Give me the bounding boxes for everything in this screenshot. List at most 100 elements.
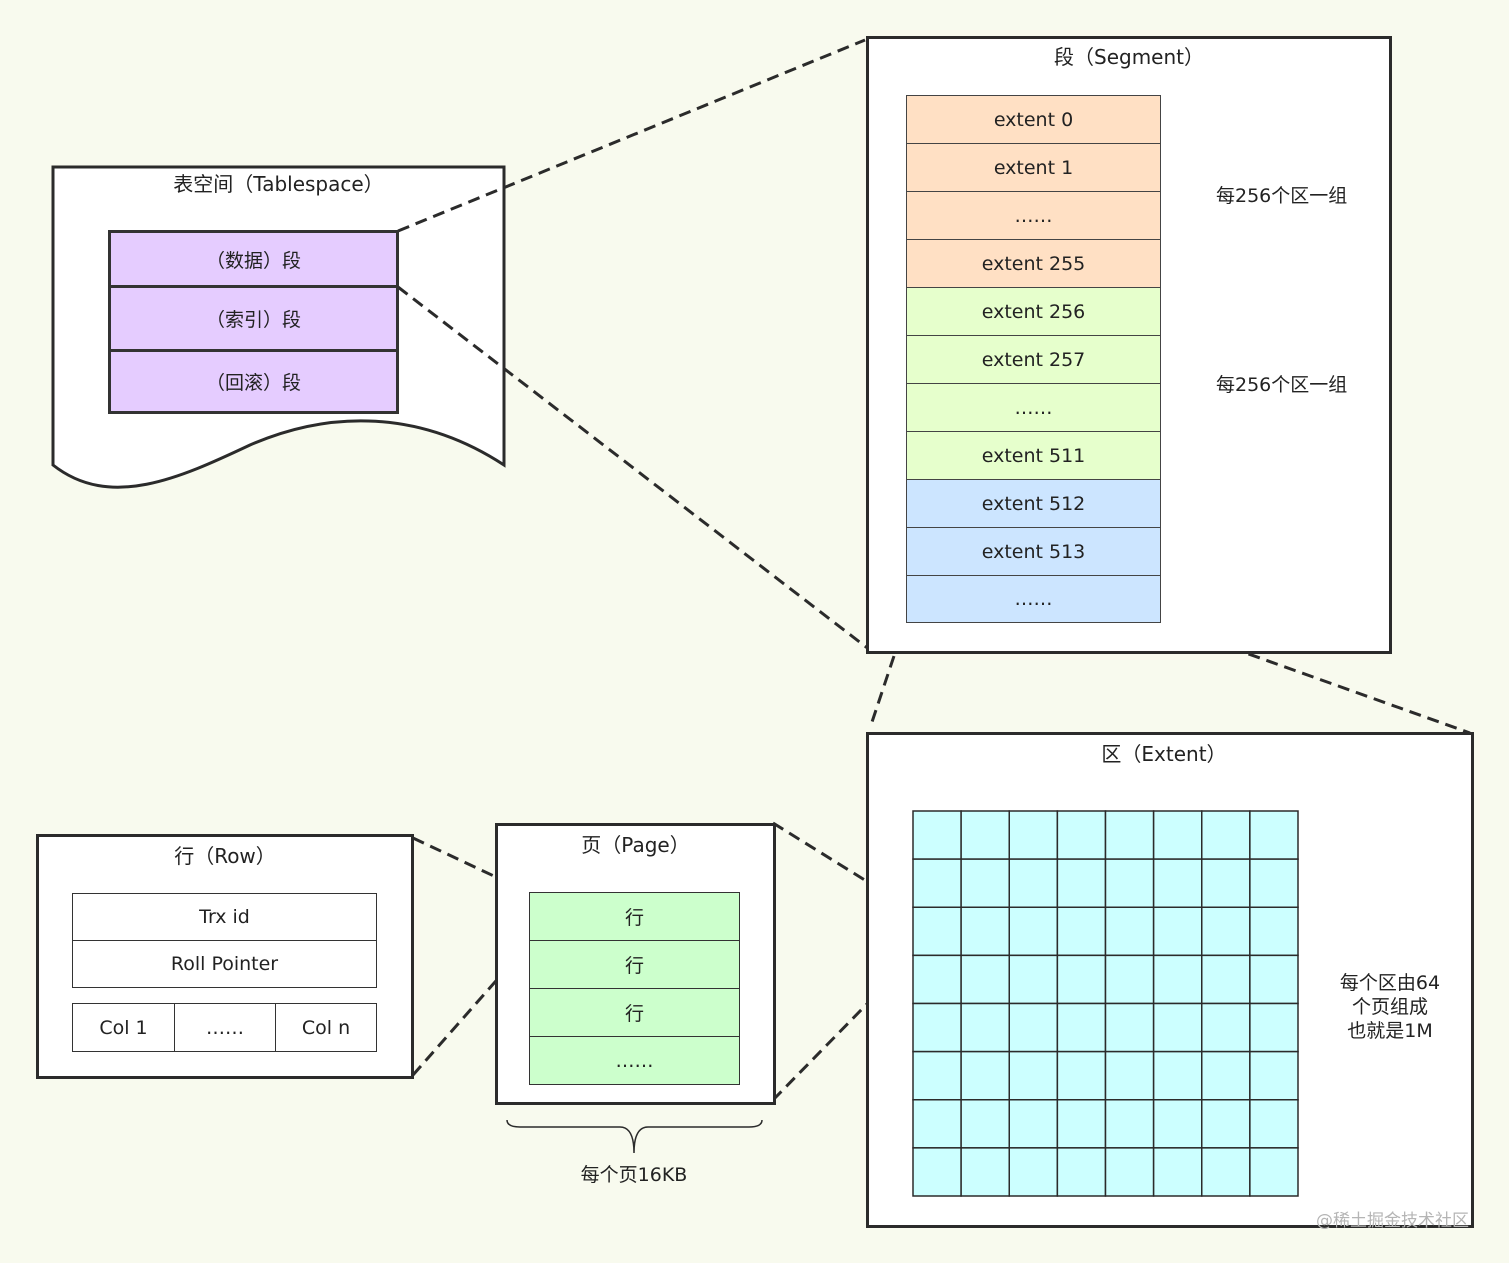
- page-cell: [1249, 858, 1299, 908]
- page-cell: [960, 954, 1010, 1005]
- extent-cell: extent 512: [906, 479, 1161, 528]
- extent-cell: extent 1: [906, 143, 1161, 192]
- page-cell: [960, 1099, 1010, 1149]
- page-cell: [1152, 1147, 1203, 1197]
- page-cell: [1104, 954, 1155, 1005]
- row-title: 行（Row）: [174, 844, 276, 868]
- page-cell: [1008, 810, 1059, 860]
- page-cell: [1249, 1002, 1299, 1053]
- extent-cell: extent 0: [906, 95, 1161, 144]
- extent-cell: extent 257: [906, 335, 1161, 384]
- page-row: 行: [529, 988, 740, 1037]
- page-cell: [1249, 954, 1299, 1005]
- page-cell: [1056, 858, 1107, 908]
- page-cell: [1152, 1099, 1203, 1149]
- page-cell: [1152, 1002, 1203, 1053]
- brace-icon: [506, 1119, 763, 1154]
- page-cell: [1008, 906, 1059, 957]
- column-field: ……: [174, 1003, 276, 1052]
- page-cell: [1104, 906, 1155, 957]
- page-cell: [1104, 810, 1155, 860]
- page-row: ……: [529, 1036, 740, 1085]
- connector-line: [397, 38, 866, 233]
- page-cell: [1201, 954, 1251, 1005]
- page-cell: [1056, 1147, 1107, 1197]
- page-cell: [1249, 810, 1299, 860]
- connector-line: [771, 955, 915, 1102]
- page-cell: [1152, 906, 1203, 957]
- extent-cell: ……: [906, 575, 1161, 623]
- page-cell: [1201, 1099, 1251, 1149]
- index-segment: （索引）段: [108, 285, 399, 352]
- page-cell: [960, 1147, 1010, 1197]
- watermark: @稀土掘金技术社区: [1316, 1211, 1469, 1231]
- page-cell: [912, 1002, 962, 1053]
- column-field: Col n: [275, 1003, 377, 1052]
- page-size-label: 每个页16KB: [580, 1164, 688, 1186]
- page-cell: [1201, 810, 1251, 860]
- rollback-segment: （回滚）段: [108, 349, 399, 414]
- extent-note-line: 也就是1M: [1347, 1020, 1433, 1042]
- page-cell: [960, 906, 1010, 957]
- page-cell: [1056, 1099, 1107, 1149]
- extent-note-line: 个页组成: [1351, 996, 1428, 1018]
- page-cell: [1104, 1099, 1155, 1149]
- column-field: Col 1: [72, 1003, 175, 1052]
- page-row: 行: [529, 940, 740, 989]
- page-cell: [1249, 1147, 1299, 1197]
- page-cell: [1008, 954, 1059, 1005]
- page-cell: [1008, 1099, 1059, 1149]
- extent-note: 每个区由64 个页组成 也就是1M: [1336, 971, 1444, 1043]
- group-label: 每256个区一组: [1216, 185, 1348, 207]
- page-cell: [1104, 1050, 1155, 1101]
- page-title: 页（Page）: [581, 833, 690, 857]
- page-cell: [1056, 906, 1107, 957]
- page-cell: [912, 1050, 962, 1101]
- page-cell: [912, 810, 962, 860]
- page-cell: [960, 1050, 1010, 1101]
- page-cell: [1104, 1002, 1155, 1053]
- tablespace-title: 表空间（Tablespace）: [173, 172, 384, 196]
- page-cell: [912, 906, 962, 957]
- connector-line: [411, 939, 534, 1076]
- extent-cell: extent 513: [906, 527, 1161, 576]
- page-cell: [1152, 810, 1203, 860]
- page-cell: [960, 1002, 1010, 1053]
- page-cell: [1056, 810, 1107, 860]
- extent-cell: extent 511: [906, 431, 1161, 480]
- data-segment: （数据）段: [108, 230, 399, 288]
- extent-note-line: 每个区由64: [1339, 972, 1441, 994]
- page-row: 行: [529, 892, 740, 941]
- connector-line: [412, 836, 531, 895]
- page-cell: [1056, 954, 1107, 1005]
- page-cell: [1201, 1002, 1251, 1053]
- page-cell: [912, 954, 962, 1005]
- page-cell: [1008, 1002, 1059, 1053]
- connector-line: [1158, 620, 1471, 735]
- page-cell: [912, 1099, 962, 1149]
- page-cell: [960, 810, 1010, 860]
- page-cell: [960, 858, 1010, 908]
- page-cell: [1152, 858, 1203, 908]
- page-cell: [1056, 1002, 1107, 1053]
- page-cell: [1104, 858, 1155, 908]
- roll-pointer-field: Roll Pointer: [72, 940, 377, 988]
- page-cell: [1008, 858, 1059, 908]
- trx-id-field: Trx id: [72, 893, 377, 941]
- segment-title: 段（Segment）: [1054, 45, 1204, 69]
- page-cell: [1152, 954, 1203, 1005]
- page-cell: [1008, 1050, 1059, 1101]
- extent-cell: ……: [906, 191, 1161, 240]
- page-cell: [912, 858, 962, 908]
- extent-cell: extent 256: [906, 287, 1161, 336]
- page-cell: [1201, 1050, 1251, 1101]
- page-cell: [1201, 858, 1251, 908]
- page-cell: [1104, 1147, 1155, 1197]
- page-cell: [1056, 1050, 1107, 1101]
- page-cell: [1249, 1050, 1299, 1101]
- group-label: 每256个区一组: [1216, 374, 1348, 396]
- page-cell: [1152, 1050, 1203, 1101]
- page-cell: [912, 1147, 962, 1197]
- page-cell: [1201, 906, 1251, 957]
